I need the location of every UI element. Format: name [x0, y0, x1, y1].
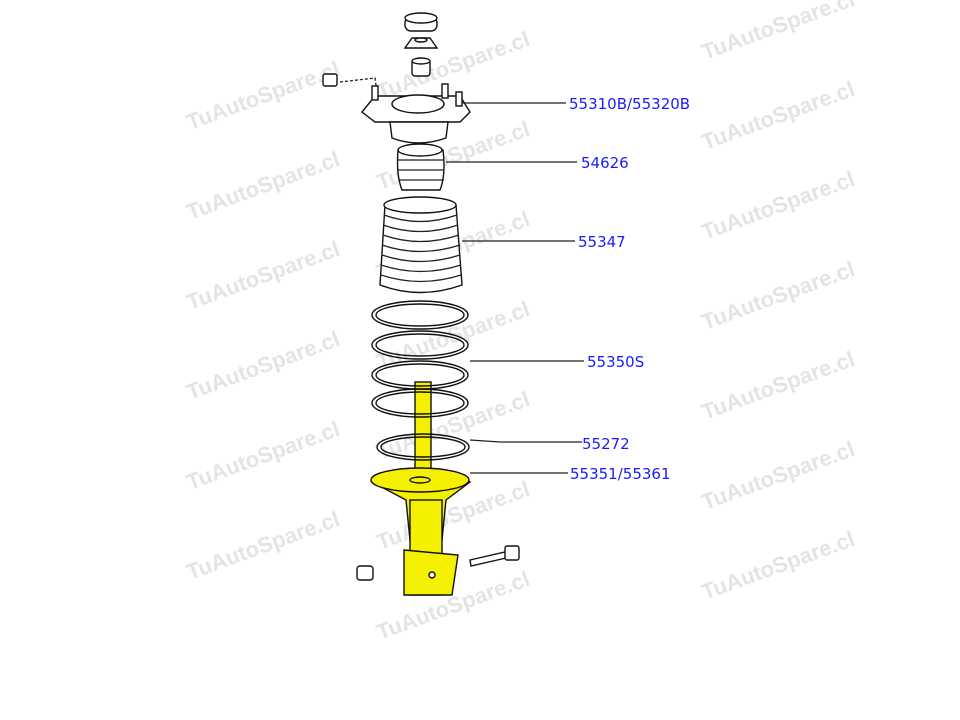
part-label-mount[interactable]: 55310B/55320B [569, 95, 690, 113]
part-label-strut[interactable]: 55351/55361 [570, 465, 671, 483]
top-cap [404, 12, 438, 32]
mount-nut [322, 73, 379, 101]
part-label-coil-spring[interactable]: 55350S [587, 353, 644, 371]
strut-mount [361, 83, 471, 144]
strut-nut [356, 565, 374, 581]
watermark: TuAutoSpare.cl [698, 0, 858, 65]
part-label-bump-stop[interactable]: 54626 [581, 154, 629, 172]
spring-seat-ring [376, 433, 470, 461]
watermark: TuAutoSpare.cl [183, 506, 343, 585]
watermark: TuAutoSpare.cl [698, 346, 858, 425]
watermark: TuAutoSpare.cl [373, 26, 533, 105]
dust-boot [379, 196, 463, 294]
watermark: TuAutoSpare.cl [183, 146, 343, 225]
watermark: TuAutoSpare.cl [698, 526, 858, 605]
watermark: TuAutoSpare.cl [698, 256, 858, 335]
part-label-spring-seat-ring[interactable]: 55272 [582, 435, 630, 453]
strut-body [370, 467, 472, 596]
watermark: TuAutoSpare.cl [698, 166, 858, 245]
watermark: TuAutoSpare.cl [698, 76, 858, 155]
leader-line [469, 439, 582, 443]
watermark: TuAutoSpare.cl [373, 386, 533, 465]
watermark: TuAutoSpare.cl [698, 436, 858, 515]
watermarks: TuAutoSpare.cl TuAutoSpare.cl TuAutoSpar… [183, 0, 858, 645]
piston-rod [414, 381, 432, 483]
watermark: TuAutoSpare.cl [183, 236, 343, 315]
coil-spring [371, 300, 469, 418]
watermark: TuAutoSpare.cl [183, 56, 343, 135]
washer [403, 37, 439, 49]
bushing [411, 57, 431, 77]
watermark: TuAutoSpare.cl [183, 416, 343, 495]
watermark: TuAutoSpare.cl [183, 326, 343, 405]
bump-stop [396, 143, 445, 191]
strut-bolt [469, 545, 520, 567]
part-label-dust-boot[interactable]: 55347 [578, 233, 626, 251]
